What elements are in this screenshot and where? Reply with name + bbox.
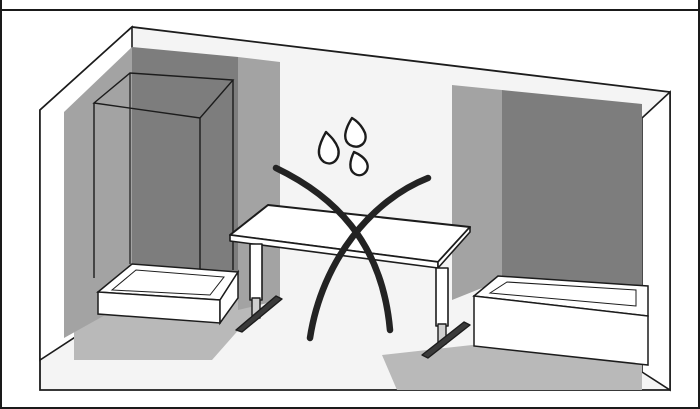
top-border-strip xyxy=(2,0,698,11)
standing-desk-icon xyxy=(229,204,471,359)
water-drops-icon xyxy=(317,116,369,177)
shower-enclosure-icon xyxy=(64,47,280,338)
cross-out-icon xyxy=(272,164,432,342)
bathtub-icon xyxy=(452,85,649,366)
